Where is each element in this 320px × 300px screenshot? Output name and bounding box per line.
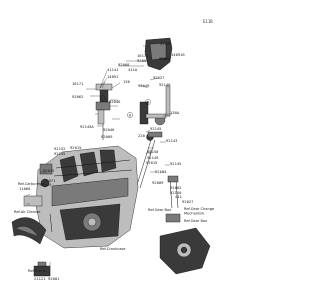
part-label: 92015	[43, 168, 54, 173]
leader-lines	[25, 45, 172, 276]
ref-gear-box-top: Ref.Gear Box	[148, 208, 172, 212]
gear-box-part	[159, 213, 211, 275]
part-label: 92068	[159, 56, 171, 61]
part-label: 16171	[72, 81, 84, 86]
exploded-parts-diagram: E11B	[11, 19, 215, 281]
part-label: 92145	[170, 161, 181, 166]
part-label: 92009	[101, 134, 113, 139]
part-label: 92150	[147, 149, 159, 154]
part-number-labels: 92028 140916 92068 16171 92055 41141 920…	[19, 41, 193, 281]
part-label: 92055	[137, 58, 148, 63]
part-label: 92046	[103, 127, 115, 132]
callout-a: A	[129, 112, 132, 117]
part-label: 92015	[146, 160, 157, 165]
part-label: 411	[175, 194, 183, 199]
part-label: 92015	[70, 145, 81, 150]
part-label: 92068	[118, 62, 130, 67]
part-label: 11060	[19, 186, 31, 191]
part-label: 16171	[137, 53, 149, 58]
carburetor-part	[23, 163, 53, 207]
callout-markers: A B	[127, 99, 151, 118]
part-label: 92046	[109, 99, 121, 104]
callout-b: B	[147, 99, 150, 104]
part-label: 92027	[182, 199, 193, 204]
part-label: 14091	[107, 74, 119, 79]
diagram-code: E11B	[203, 19, 213, 24]
part-label: 220	[138, 133, 146, 138]
ref-air-cleaner: Ref.Air Cleaner	[14, 210, 41, 214]
part-label: 92145	[150, 126, 161, 131]
air-cleaner-part	[11, 217, 47, 245]
part-label: 92146	[159, 82, 171, 87]
part-label: 130	[123, 79, 131, 84]
part-label: 92145A	[80, 124, 94, 129]
part-label: 92001	[48, 276, 60, 281]
part-label: 92028	[160, 41, 172, 46]
part-label: 92151	[155, 169, 167, 174]
parts-diagram-canvas: E11B	[11, 19, 215, 281]
part-label: 92143	[166, 138, 177, 143]
part-label: 130A	[170, 110, 180, 115]
part-label: 140916	[171, 52, 185, 57]
part-label: 92009	[40, 182, 52, 187]
ref-carburetor: Ref.Carburetor	[18, 182, 45, 186]
part-label: 92150	[170, 190, 182, 195]
part-label: 92049	[138, 83, 150, 88]
part-label: 92071	[44, 178, 56, 183]
part-label: 92149	[147, 155, 159, 160]
part-label: 21121	[34, 276, 46, 281]
ref-frame: Ref.Frame	[28, 269, 47, 273]
linkage-upper	[95, 83, 113, 125]
reference-labels: Ref.Carburetor Ref.Air Cleaner Ref.Crank…	[14, 182, 215, 273]
cover-part	[144, 37, 173, 71]
part-label: 41141	[107, 67, 119, 72]
ref-crankcase: Ref.Crankcase	[100, 247, 126, 251]
ref-gear-box-bottom: Ref.Gear Box	[184, 219, 208, 223]
part-label: 92027	[153, 75, 164, 80]
part-label: 92152	[54, 146, 65, 151]
engine-block	[35, 145, 139, 249]
part-label: 92002	[170, 185, 181, 190]
part-label: 92145	[54, 151, 65, 156]
part-label: 411A	[128, 67, 138, 72]
part-label: 92009	[152, 180, 164, 185]
part-label: 92062	[72, 94, 83, 99]
